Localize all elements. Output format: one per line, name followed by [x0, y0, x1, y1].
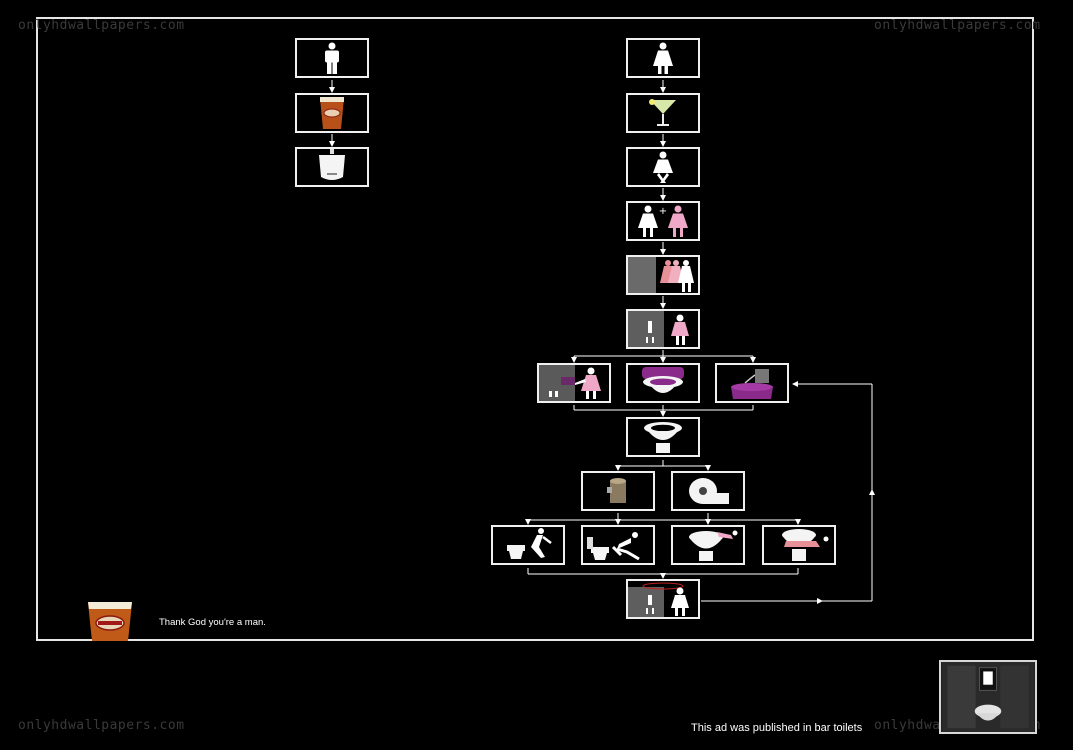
hover-lean-icon: [587, 532, 640, 561]
woman-tile: [626, 38, 700, 78]
toilet-icon: [644, 422, 682, 453]
sit-toilet-tile: [762, 525, 836, 565]
beer-pint-icon: [88, 602, 132, 641]
two-women-tile: +: [626, 201, 700, 241]
toilet-tile: [626, 417, 700, 457]
watermark-top-left: onlyhdwallpapers.com: [18, 18, 185, 33]
two-women-icon: +: [638, 205, 688, 237]
toilet-paper-icon: [689, 478, 729, 504]
exit-stall-icon: [628, 582, 689, 617]
queue-tile: [626, 255, 700, 295]
wipe-seat-tile: [537, 363, 611, 403]
man-icon: [325, 42, 339, 74]
wipe-seat-icon: [539, 365, 601, 401]
stall-tile: [626, 309, 700, 349]
beer-glass-icon: [320, 97, 344, 129]
sanitizer-icon: [731, 369, 773, 399]
hover-lean-tile: [581, 525, 655, 565]
seat-cover-icon: [642, 367, 684, 393]
seat-cover-tile: [626, 363, 700, 403]
hover-squat-tile: [491, 525, 565, 565]
urinal-icon: [319, 149, 345, 180]
empty-roll-icon: [607, 478, 626, 503]
ad-frame: [36, 17, 1034, 641]
tagline: Thank God you're a man.: [159, 617, 266, 628]
toilet-paper-tile: [671, 471, 745, 511]
sanitizer-tile: [715, 363, 789, 403]
svg-text:+: +: [659, 206, 667, 217]
bar-toilet-photo: [939, 660, 1037, 734]
woman-icon: [653, 151, 673, 183]
hover-squat-icon: [507, 528, 552, 559]
stall-icon: [628, 311, 689, 347]
beer-tile: [295, 93, 369, 133]
toilet-photo-icon: [941, 662, 1035, 732]
published-note: This ad was published in bar toilets: [691, 722, 863, 734]
cocktail-icon: [649, 99, 676, 126]
queue-icon: [628, 257, 694, 293]
sit-toilet-icon: [782, 529, 829, 561]
exit-stall-tile: [626, 579, 700, 619]
watermark-top-right: onlyhdwallpapers.com: [874, 18, 1041, 33]
urinal-tile: [295, 147, 369, 187]
cocktail-tile: [626, 93, 700, 133]
man-tile: [295, 38, 369, 78]
empty-roll-tile: [581, 471, 655, 511]
sit-down-icon: [689, 530, 738, 561]
sit-down-tile: [671, 525, 745, 565]
woman-icon: [653, 42, 673, 74]
woman-crossed-legs-tile: [626, 147, 700, 187]
watermark-bottom-left: onlyhdwallpapers.com: [18, 718, 185, 733]
